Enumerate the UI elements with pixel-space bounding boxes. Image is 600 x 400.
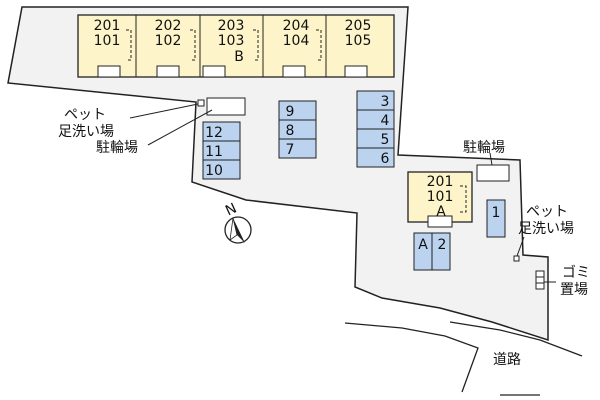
pet-wash-right-marker: [513, 255, 520, 262]
entrance: [97, 65, 121, 78]
entrance: [344, 65, 368, 78]
building-a-label: A: [436, 204, 446, 220]
parking-label: 8: [286, 123, 295, 139]
unit-3-lower: 103: [218, 33, 245, 49]
garbage-line2: 置場: [560, 282, 588, 298]
building-a: 201 101 A: [407, 171, 473, 228]
parking-label: 10: [205, 163, 223, 179]
parking-pair: A 2: [413, 232, 451, 271]
building-a-body: [407, 171, 473, 223]
parking-label: 2: [438, 237, 447, 253]
parking-label: A: [418, 237, 428, 253]
entrance: [156, 65, 180, 78]
entrance: [427, 215, 453, 228]
unit-1-upper: 201: [94, 18, 121, 34]
parking-col-1: 12 11 10: [202, 121, 241, 180]
leader-line: [489, 152, 493, 166]
entrance: [282, 65, 306, 78]
parking-label: 4: [381, 113, 390, 129]
unit-4-lower: 104: [283, 33, 310, 49]
main-building: 201 101 202 102 203 103 B 204 104 205 10…: [77, 14, 395, 78]
unit-5-lower: 105: [345, 33, 372, 49]
garbage-area: [535, 270, 545, 290]
parking-label: 7: [286, 142, 295, 158]
leader-line: [516, 236, 525, 257]
lot-outline: [7, 6, 549, 342]
parking-label: 9: [286, 104, 295, 120]
pet-wash-left-marker: [197, 99, 205, 107]
entrance: [202, 65, 226, 78]
road-label: 道路: [493, 352, 521, 368]
unit-4-upper: 204: [283, 18, 310, 34]
bike-parking-left: [206, 97, 246, 116]
parking-space: [202, 159, 241, 180]
building-a-upper: 201: [427, 174, 454, 190]
parking-space: [356, 147, 395, 168]
parking-label: 11: [205, 144, 223, 160]
building-b-label: B: [234, 49, 244, 65]
unit-3-upper: 203: [218, 18, 245, 34]
north-compass: N: [223, 200, 252, 244]
parking-col-3: 3 4 5 6: [356, 90, 395, 168]
parking-space: [278, 138, 317, 159]
unit-5-upper: 205: [345, 18, 372, 34]
parking-space: [431, 232, 451, 271]
unit-1-lower: 101: [94, 33, 121, 49]
parking-space: [486, 199, 506, 238]
pet-wash-right-line2: 足洗い場: [518, 221, 574, 237]
unit-2-upper: 202: [155, 18, 182, 34]
bike-parking-right: [476, 164, 510, 182]
compass-needle-icon: [233, 218, 245, 243]
garbage-line1: ゴミ: [562, 264, 590, 281]
road-edge: [449, 321, 583, 357]
building-a-lower: 101: [427, 189, 454, 205]
parking-space-1: 1: [486, 199, 506, 238]
parking-col-2: 9 8 7: [278, 100, 317, 159]
parking-label: 12: [205, 125, 223, 141]
parking-label: 3: [381, 94, 390, 110]
parking-label: 1: [492, 205, 501, 221]
unit-2-lower: 102: [155, 33, 182, 49]
pet-wash-right-line1: ペット: [526, 204, 568, 220]
leader-line: [147, 109, 213, 146]
bike-left-label: 駐輪場: [96, 139, 138, 156]
parking-label: 5: [381, 132, 390, 148]
pet-wash-left-line1: ペット: [64, 107, 106, 123]
road-edge: [344, 322, 479, 393]
pet-wash-left-line2: 足洗い場: [58, 124, 114, 140]
parking-label: 6: [381, 151, 390, 167]
bike-right-label: 駐輪場: [463, 139, 505, 156]
leader-line: [129, 103, 199, 119]
